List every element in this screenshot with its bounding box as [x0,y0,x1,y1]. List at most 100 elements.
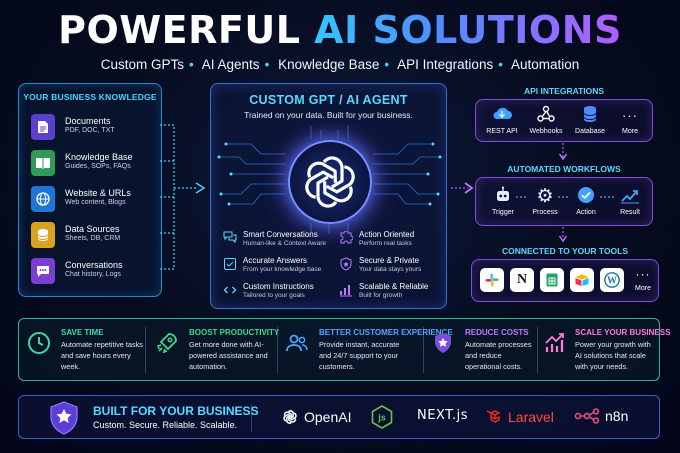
tools-more-label: More [635,285,651,292]
logo-nodejs: js [371,405,393,429]
workflows-title: AUTOMATED WORKFLOWS [507,164,621,174]
api-item-label: Webhooks [529,128,563,135]
feature-custom-instructions: Custom Instructions Tailored to your goa… [223,282,333,304]
divider [423,327,424,373]
tools-more[interactable]: ··· More [630,267,656,293]
clock-icon [27,331,51,355]
title-part-1: POWERFUL [58,8,301,52]
logo-nextjs: NEXT.js [417,408,468,423]
workflow-step-label: Process [532,209,558,216]
workflows-panel: Trigger ⚙ Process Action Result [475,177,653,226]
knowledge-item-sub: Guides, SOPs, FAQs [65,163,131,170]
benefit-save-time: SAVE TIME Automate repetitive tasks and … [19,319,147,382]
feature-name: Accurate Answers [243,256,308,265]
database-icon [568,105,612,127]
logo-label: n8n [605,408,629,424]
workflow-step-label: Action [576,209,596,216]
users-icon [285,331,309,355]
globe-icon [31,186,55,212]
feature-sub: Perform real tasks [359,240,412,247]
puzzle-icon [339,230,354,245]
benefit-title: SAVE TIME [61,328,104,337]
airtable-icon[interactable] [570,268,594,292]
openai-icon [283,410,297,424]
tag: AI Agents [201,57,260,72]
workflow-step-label: Trigger [492,209,514,216]
knowledge-panel: YOUR BUSINESS KNOWLEDGE Documents PDF, D… [18,83,162,297]
benefit-title: REDUCE COSTS [465,328,529,337]
knowledge-item-knowledge-base[interactable]: Knowledge Base Guides, SOPs, FAQs [31,150,159,178]
workflow-step-process[interactable]: ⚙ Process [523,186,567,216]
circuit-lines [217,126,442,234]
logo-label: Laravel [508,409,554,425]
separator: • [189,57,194,72]
shield-star-icon [50,401,78,435]
knowledge-item-name: Conversations [65,260,123,270]
logo-laravel: Laravel [485,408,554,426]
knowledge-item-conversations[interactable]: Conversations Chat history, Logs [31,258,159,286]
feature-sub: From your knowledge base [243,266,322,273]
api-item-webhooks[interactable]: Webhooks [524,105,568,135]
sheets-icon[interactable] [540,268,564,292]
benefit-title: SCALE YOUR BUSINESS [575,328,671,337]
api-item-label: Database [575,128,605,135]
knowledge-item-documents[interactable]: Documents PDF, DOC, TXT [31,114,159,142]
workflow-step-connectors [516,196,614,198]
knowledge-item-name: Data Sources [65,224,120,234]
wordpress-icon[interactable]: W [600,268,624,292]
feature-sub: Built for growth [359,292,403,299]
knowledge-item-name: Documents [65,116,111,126]
workflow-step-action[interactable]: Action [564,186,608,216]
feature-name: Scalable & Reliable [359,282,429,291]
title-part-2: AI SOLUTIONS [314,8,622,52]
webhook-icon [524,105,568,127]
benefit-scale-business: SCALE YOUR BUSINESS Power your growth wi… [537,319,670,382]
logo-n8n: n8n [574,408,628,424]
footer-subtitle: Custom. Secure. Reliable. Scalable. [93,420,238,430]
document-icon [31,114,55,140]
shield-icon [339,257,353,271]
database-icon [31,222,55,248]
nextjs-icon: NEXT.js [417,408,469,423]
feature-secure-private: Secure & Private Your data stays yours [339,256,449,278]
feature-scalable-reliable: Scalable & Reliable Built for growth [339,282,449,304]
more-icon: ··· [635,267,651,281]
api-item-label: More [622,128,638,135]
separator: • [498,57,503,72]
workflow-to-tools-arrow [558,227,568,243]
api-item-label: REST API [486,128,518,135]
chat-icon [31,258,55,284]
slack-icon[interactable] [480,268,504,292]
feature-name: Secure & Private [359,256,420,265]
workflow-step-trigger[interactable]: Trigger [481,186,525,216]
api-to-workflow-arrow [558,143,568,161]
api-item-more[interactable]: ··· More [608,105,652,135]
feature-smart-conversations: Smart Conversations Human-like & Context… [223,230,333,252]
svg-text:js: js [377,413,386,423]
notion-icon[interactable]: N [510,268,534,292]
more-icon: ··· [622,108,638,123]
n8n-icon [574,408,600,424]
workflow-step-result[interactable]: Result [608,186,652,216]
benefit-customer-experience: BETTER CUSTOMER EXPERIENCE Provide insta… [277,319,453,382]
benefit-boost-productivity: BOOST PRODUCTIVITY Get more done with AI… [147,319,279,382]
benefit-text: Get more done with AI-powered assistance… [189,340,268,371]
check-circle-icon [564,186,608,208]
logo-openai: OpenAI [281,408,351,426]
separator: • [384,57,390,72]
robot-icon [481,186,525,208]
knowledge-item-website[interactable]: Website & URLs Web content, Blogs [31,186,159,214]
trend-icon [608,186,652,208]
agent-panel: CUSTOM GPT / AI AGENT Trained on your da… [210,83,447,309]
api-item-database[interactable]: Database [568,105,612,135]
api-item-rest[interactable]: REST API [480,105,524,135]
feature-sub: Your data stays yours [359,266,422,273]
footer-title: BUILT FOR YOUR BUSINESS [93,404,259,418]
knowledge-item-sub: Sheets, DB, CRM [65,235,121,242]
knowledge-item-data-sources[interactable]: Data Sources Sheets, DB, CRM [31,222,159,250]
chat-bubbles-icon [223,231,237,245]
feature-name: Smart Conversations [243,230,318,239]
growth-icon [543,331,567,355]
feature-action-oriented: Action Oriented Perform real tasks [339,230,449,252]
nodejs-icon: js [371,405,393,429]
